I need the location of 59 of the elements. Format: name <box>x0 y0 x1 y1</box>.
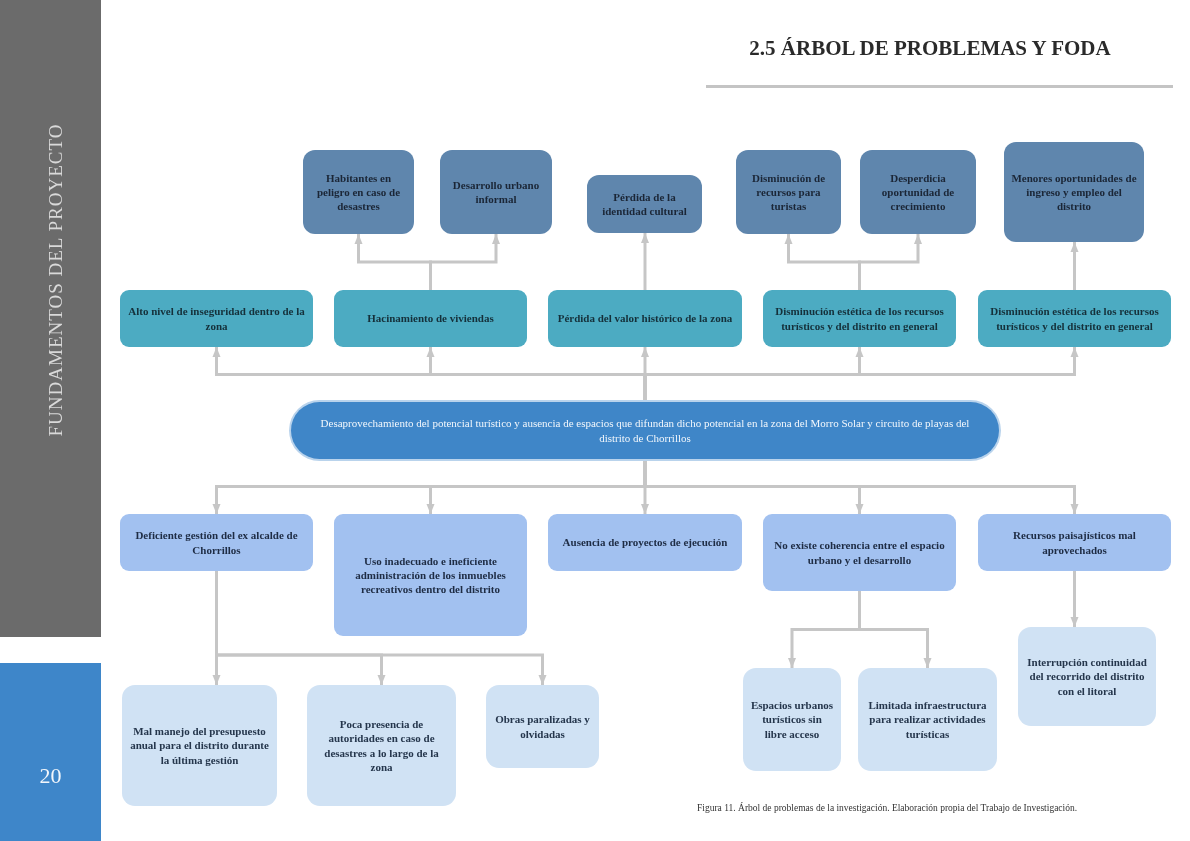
connector-arrow <box>858 591 932 668</box>
node-text: Ausencia de proyectos de ejecución <box>562 535 728 550</box>
cause-box <box>978 514 1171 571</box>
node-text: Desarrollo urbano informal <box>451 177 541 207</box>
node-text: Alto nivel de inseguridad dentro de la zona <box>127 304 306 333</box>
node-text: Desperdicia oportunidad de crecimiento <box>880 170 956 214</box>
effect-box <box>587 175 702 233</box>
node-text: Obras paralizadas y olvidadas <box>494 712 591 741</box>
cause-box <box>122 685 277 806</box>
connector-arrow <box>1070 242 1079 290</box>
cause-box <box>743 668 841 771</box>
effect-box <box>440 150 552 234</box>
cause-box <box>334 514 527 636</box>
effect-box <box>334 290 527 347</box>
node-text: Menores oportunidades de ingreso y empleo del distrito <box>1011 170 1137 214</box>
effect-box <box>548 290 742 347</box>
effect-box <box>1004 142 1144 242</box>
node-text: Deficiente gestión del ex alcalde de Chorrillos <box>134 528 299 557</box>
page-title: 2.5 ÁRBOL DE PROBLEMAS Y FODA <box>748 36 1112 61</box>
node-text: Pérdida de la identidad cultural <box>601 189 688 219</box>
node-text: Interrupción continuidad del recorrido del distrito con el litoral <box>1026 655 1148 698</box>
connector-arrow <box>215 571 547 685</box>
cause-box <box>486 685 599 768</box>
cause-box <box>1018 627 1156 726</box>
node-text: Pérdida del valor histórico de la zona <box>557 311 733 326</box>
effect-box <box>303 150 414 234</box>
node-text: Habitantes en peligro en caso de desastres <box>315 170 402 214</box>
cause-box <box>120 514 313 571</box>
node-text: Disminución de recursos para turistas <box>750 170 826 214</box>
node-text: Disminución estética de los recursos turísticos y del distrito en general <box>989 304 1160 333</box>
section-name: FUNDAMENTOS DEL PROYECTO <box>45 123 67 437</box>
node-text: Recursos paisajísticos mal aprovechados <box>1012 528 1137 557</box>
node-text: Hacinamiento de viviendas <box>367 311 494 326</box>
effect-box <box>736 150 841 234</box>
node-text: Espacios urbanos turísticos sin libre acceso <box>750 698 834 741</box>
node-text: Desaprovechamiento del potencial turístico y ausencia de espacios que difundan dicho potencial en la zona del Morro Solar y circuito de playas del distrito de Chorrillos <box>319 416 971 445</box>
cause-box <box>858 668 997 771</box>
node-text: No existe coherencia entre el espacio urbano y el desarrollo <box>773 538 946 567</box>
effect-box <box>763 290 956 347</box>
page-number: 20 <box>38 763 63 789</box>
connector-arrow <box>429 234 500 290</box>
connector-arrow <box>643 347 1079 402</box>
cause-box <box>548 514 742 571</box>
connector-arrow <box>643 459 1079 514</box>
effect-box <box>978 290 1171 347</box>
central-problem-pill <box>291 402 999 459</box>
cause-box <box>307 685 456 806</box>
node-text: Mal manejo del presupuesto anual para el distrito durante la última gestión <box>129 724 270 767</box>
effect-box <box>120 290 313 347</box>
cause-box <box>763 514 956 591</box>
node-text: Poca presencia de autoridades en caso de desastres a lo largo de la zona <box>323 716 440 775</box>
effect-box <box>860 150 976 234</box>
node-text: Uso inadecuado e ineficiente administración de los inmuebles recreativos dentro del distrito <box>354 553 507 597</box>
connector-arrow <box>1070 571 1079 627</box>
connector-arrow <box>858 234 922 290</box>
node-text: Limitada infraestructura para realizar actividades turísticas <box>867 698 988 741</box>
node-text: Disminución estética de los recursos turísticos y del distrito en general <box>774 304 945 333</box>
figure-caption: Figura 11. Árbol de problemas de la investigación. Elaboración propia del Trabajo de Investigación. <box>697 802 1079 815</box>
connector-arrow <box>641 233 649 290</box>
